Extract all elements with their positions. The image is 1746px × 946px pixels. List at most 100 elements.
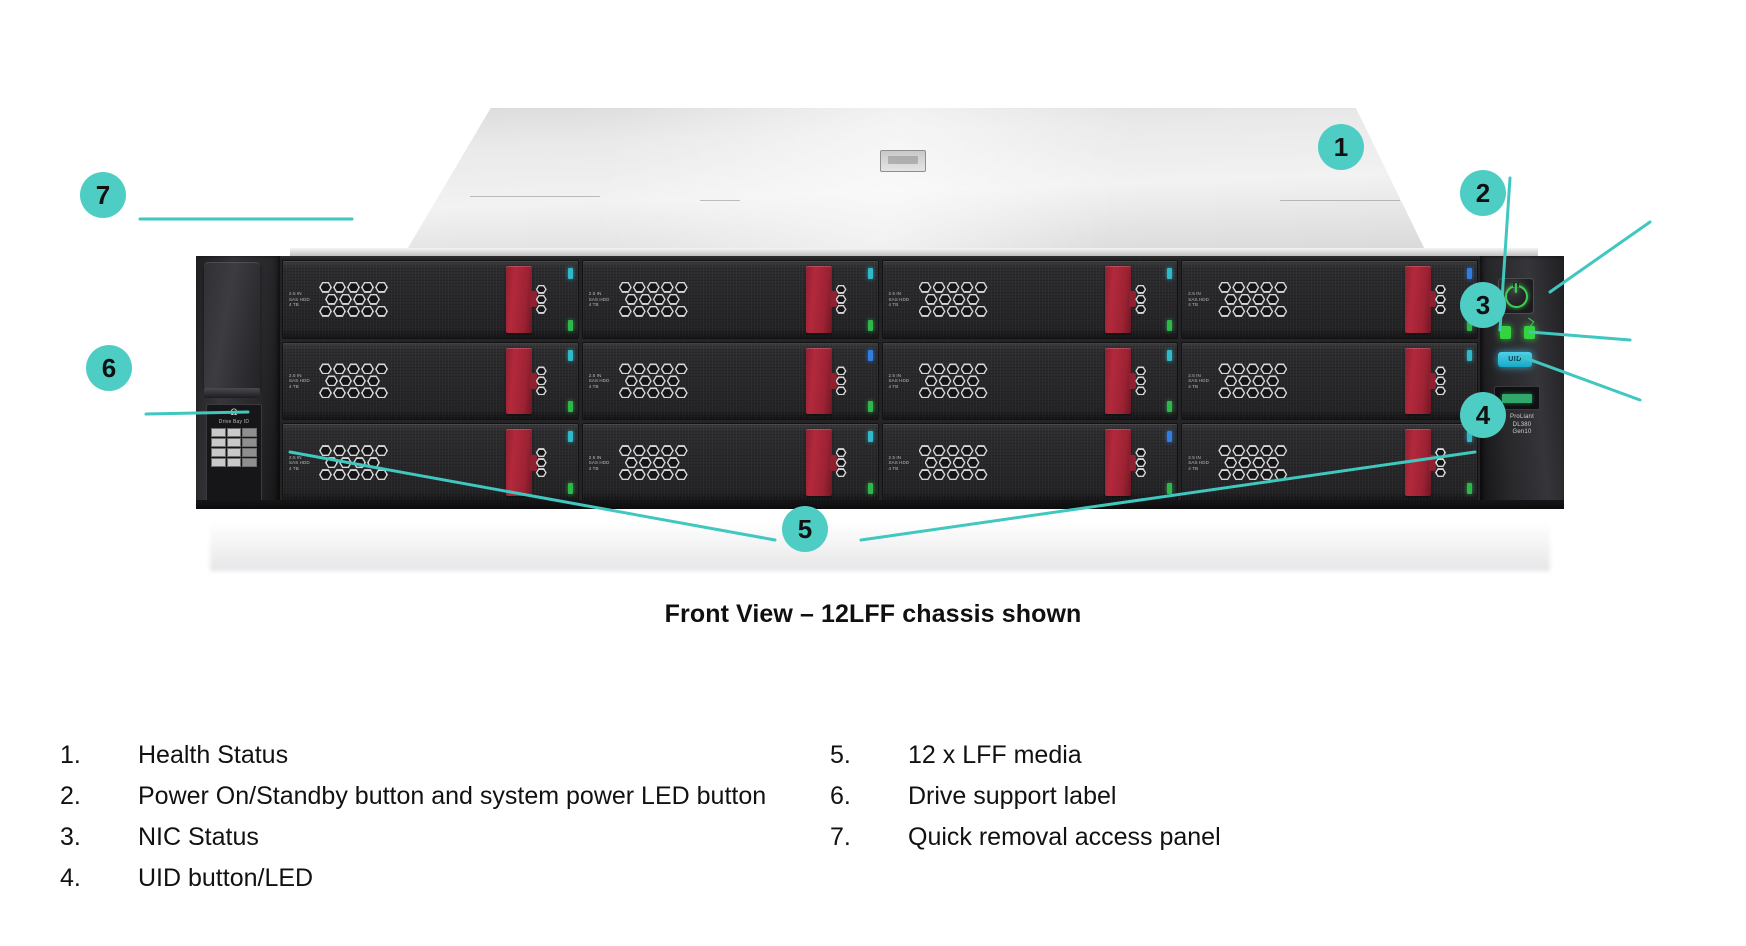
- legend-item: 2. Power On/Standby button and system po…: [60, 776, 830, 817]
- legend-number: 3.: [60, 823, 81, 851]
- callout-6[interactable]: 6: [86, 345, 132, 391]
- drive-label-symbol: Ω: [230, 408, 238, 418]
- left-chassis-ear: Ω Drive Bay ID: [196, 256, 280, 506]
- legend-label: Drive support label: [908, 782, 1117, 810]
- legend-label: Quick removal access panel: [908, 823, 1221, 851]
- drive-status-leds: [1465, 431, 1474, 494]
- drive-status-leds: [866, 268, 875, 331]
- chassis-bottom-edge: [196, 500, 1564, 509]
- drive-vents: [1218, 351, 1340, 412]
- callout-3[interactable]: 3: [1460, 282, 1506, 328]
- drive-release-latch[interactable]: [505, 347, 537, 415]
- drive-release-latch[interactable]: [505, 429, 537, 496]
- drive-release-latch[interactable]: [1405, 347, 1436, 415]
- drive-tail-vents: [535, 268, 562, 331]
- drive-release-latch[interactable]: [1105, 266, 1137, 333]
- drive-release-latch[interactable]: [805, 266, 837, 333]
- legend-number: 1.: [60, 741, 81, 769]
- callout-4[interactable]: 4: [1460, 392, 1506, 438]
- legend-item: 6. Drive support label: [830, 776, 1690, 817]
- legend-label: NIC Status: [138, 823, 259, 851]
- legend-number: 7.: [830, 823, 851, 851]
- quick-removal-access-panel: [403, 108, 1428, 256]
- model-line-2: DL380: [1512, 421, 1532, 428]
- drive-tail-vents: [1435, 350, 1461, 413]
- drive-tail-vents: [835, 431, 862, 494]
- drive-status-leds: [566, 431, 575, 494]
- callout-7[interactable]: 7: [80, 172, 126, 218]
- nic-status-led: [1524, 326, 1535, 339]
- drive-label-text: Drive Bay ID: [218, 419, 250, 425]
- drive-vents: [319, 351, 441, 412]
- drive-vents: [1218, 432, 1340, 493]
- drive-status-leds: [1165, 268, 1174, 331]
- legend-number: 5.: [830, 741, 851, 769]
- drive-tail-vents: [535, 431, 562, 494]
- legend-label: UID button/LED: [138, 864, 314, 892]
- legend-column-right: 5. 12 x LFF media 6. Drive support label…: [830, 735, 1690, 899]
- drive-status-leds: [1465, 268, 1474, 331]
- drive-release-latch[interactable]: [805, 347, 837, 415]
- drive-release-latch[interactable]: [1105, 429, 1137, 496]
- uid-button-led[interactable]: UID: [1498, 352, 1532, 367]
- drive-tail-vents: [1135, 431, 1161, 494]
- drive-status-leds: [866, 431, 875, 494]
- legend-label: Power On/Standby button and system power…: [138, 782, 767, 810]
- drive-vents: [618, 432, 741, 493]
- leader-line-2: [1548, 220, 1652, 294]
- drive-vents: [618, 351, 741, 412]
- legend-number: 4.: [60, 864, 81, 892]
- access-panel-latch[interactable]: [880, 150, 926, 172]
- callout-1[interactable]: 1: [1318, 124, 1364, 170]
- left-rack-handle[interactable]: [204, 262, 260, 390]
- callout-5[interactable]: 5: [782, 506, 828, 552]
- drive-release-latch[interactable]: [1105, 347, 1137, 415]
- drive-release-latch[interactable]: [805, 429, 837, 496]
- drive-status-leds: [866, 349, 875, 413]
- drive-release-latch[interactable]: [505, 266, 537, 333]
- legend-number: 2.: [60, 782, 81, 810]
- drive-release-latch[interactable]: [1405, 266, 1436, 333]
- drive-label-grid: [211, 428, 257, 467]
- lid-score-line: [700, 200, 740, 201]
- drive-tail-vents: [1135, 268, 1161, 331]
- legend-number: 6.: [830, 782, 851, 810]
- lid-score-line: [1280, 200, 1400, 201]
- model-line-1: ProLiant: [1510, 414, 1534, 420]
- legend-item: 1. Health Status: [60, 735, 830, 776]
- drive-release-latch[interactable]: [1405, 429, 1436, 496]
- drive-tail-vents: [835, 350, 862, 413]
- power-icon: [1504, 284, 1528, 308]
- drive-tail-vents: [1135, 350, 1161, 413]
- drive-vents: [918, 269, 1041, 330]
- legend-label: 12 x LFF media: [908, 741, 1082, 769]
- drive-status-leds: [1165, 431, 1174, 494]
- drive-tail-vents: [535, 350, 562, 413]
- drive-status-leds: [566, 268, 575, 331]
- drive-tail-vents: [1435, 431, 1461, 494]
- callout-2[interactable]: 2: [1460, 170, 1506, 216]
